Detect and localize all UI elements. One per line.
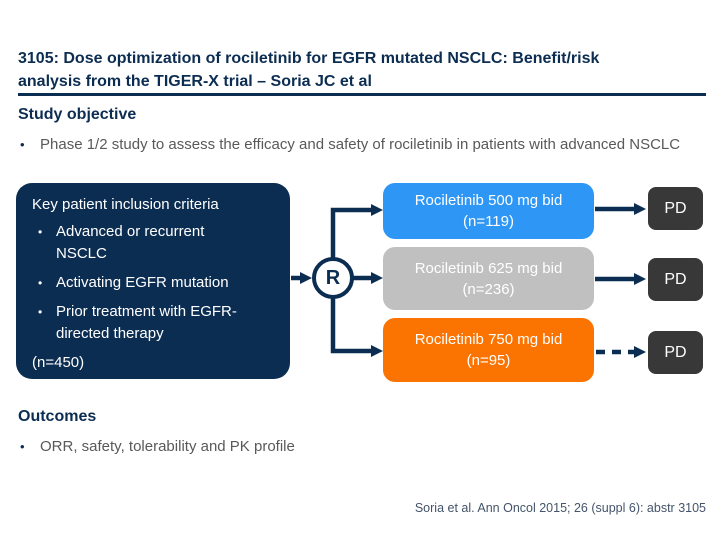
title-divider <box>18 93 706 96</box>
inclusion-n-label: (n=450) <box>32 354 85 371</box>
study-objective-bullet: • Phase 1/2 study to assess the efficacy… <box>20 134 692 156</box>
arrow-r-to-arm3 <box>330 296 383 357</box>
bullet-dot: • <box>38 225 43 239</box>
pd-label: PD <box>664 343 687 361</box>
pd-label: PD <box>664 270 687 288</box>
outcomes-bullet-text: ORR, safety, tolerability and PK profile <box>40 438 295 455</box>
arm-n: (n=95) <box>466 352 511 369</box>
inclusion-bullet-item: • Prior treatment with EGFR-directed the… <box>38 301 274 345</box>
inclusion-bullet-text: Prior treatment with EGFR-directed thera… <box>56 303 237 342</box>
pd-box-1: PD <box>648 187 703 230</box>
arm-box-625mg: Rociletinib 625 mg bid (n=236) <box>383 247 594 310</box>
inclusion-criteria-box: Key patient inclusion criteria • Advance… <box>16 183 290 379</box>
outcomes-heading: Outcomes <box>18 408 97 425</box>
inclusion-bullet-item: • Activating EGFR mutation <box>38 272 274 294</box>
citation: Soria et al. Ann Oncol 2015; 26 (suppl 6… <box>414 501 706 515</box>
arm-label: Rociletinib 500 mg bid <box>414 192 563 209</box>
bullet-dot: • <box>38 305 43 319</box>
bullet-dot: • <box>38 276 43 290</box>
study-objective-bullet-text: Phase 1/2 study to assess the efficacy a… <box>40 136 681 153</box>
arm-box-500mg: Rociletinib 500 mg bid (n=119) <box>383 183 594 239</box>
slide-title-line1: 3105: Dose optimization of rociletinib f… <box>18 50 600 67</box>
randomization-label: R <box>325 266 341 289</box>
arm-n: (n=236) <box>462 280 515 298</box>
arm-label: Rociletinib 625 mg bid <box>414 259 563 277</box>
inclusion-bullet-item: • Advanced or recurrent NSCLC <box>38 221 274 265</box>
inclusion-bullet-text: Advanced or recurrent NSCLC <box>56 223 205 262</box>
slide-title-line2: analysis from the TIGER-X trial – Soria … <box>18 73 372 90</box>
arm-label: Rociletinib 750 mg bid <box>414 331 563 348</box>
inclusion-bullet-text: Activating EGFR mutation <box>56 274 229 291</box>
bullet-dot: • <box>20 137 25 152</box>
pd-box-3: PD <box>648 331 703 374</box>
pd-label: PD <box>664 199 687 217</box>
arm-n: (n=119) <box>462 213 514 230</box>
arrow-r-to-arm1 <box>330 204 383 260</box>
pd-box-2: PD <box>648 258 703 301</box>
study-objective-heading: Study objective <box>18 106 137 123</box>
arm-box-750mg: Rociletinib 750 mg bid (n=95) <box>383 318 594 382</box>
bullet-dot: • <box>20 439 25 454</box>
slide-title: 3105: Dose optimization of rociletinib f… <box>18 47 708 93</box>
outcomes-bullet: • ORR, safety, tolerability and PK profi… <box>20 436 680 458</box>
inclusion-heading: Key patient inclusion criteria <box>32 196 219 213</box>
randomization-node: R <box>312 257 354 299</box>
